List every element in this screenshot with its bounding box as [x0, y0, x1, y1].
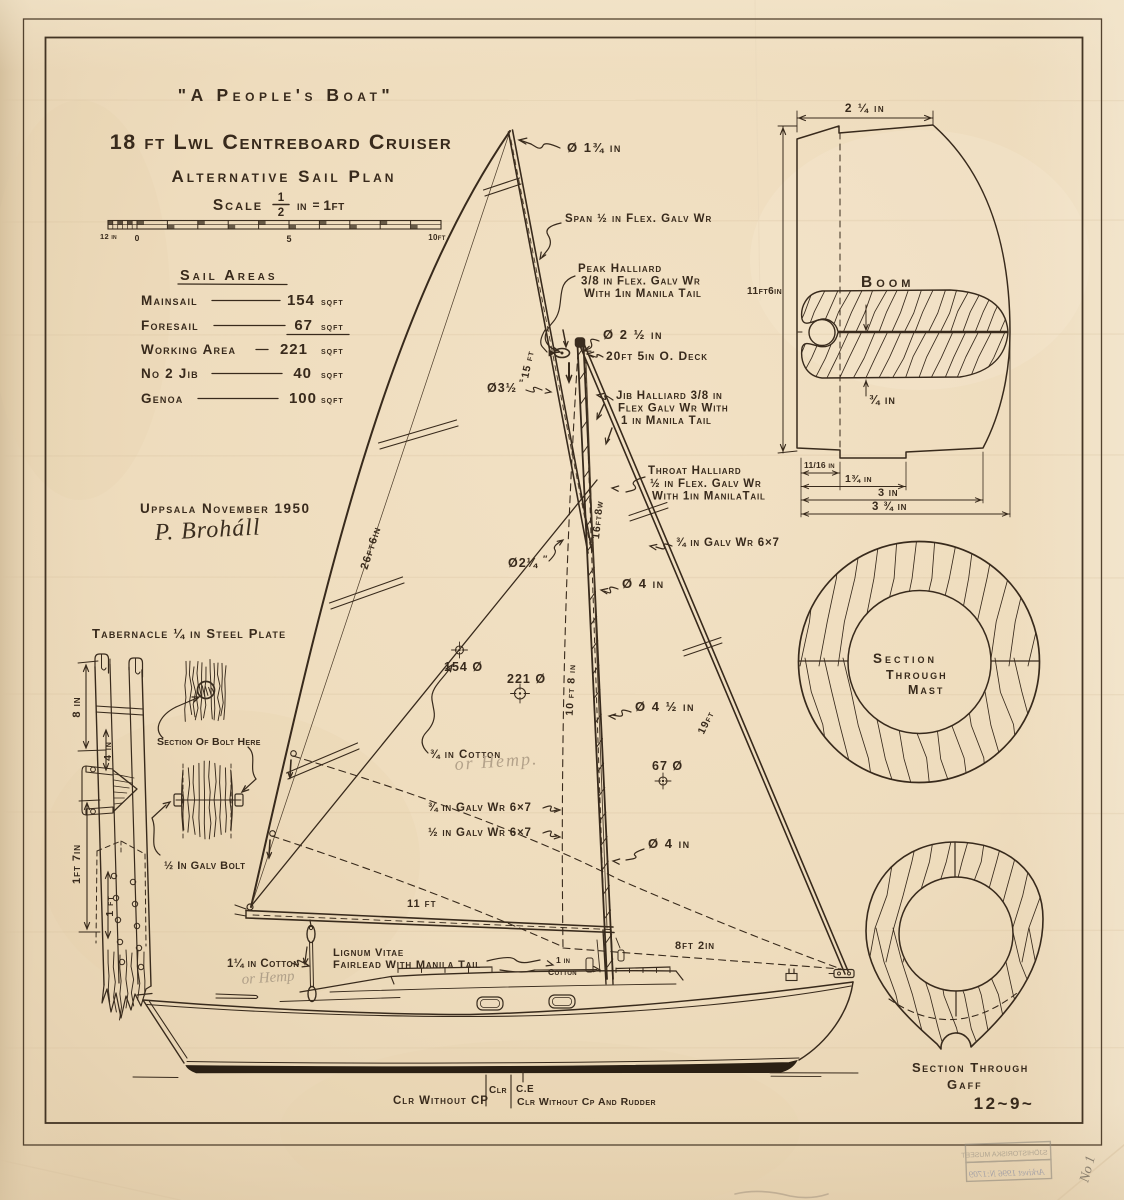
- svg-text:10ft: 10ft: [428, 233, 445, 242]
- svg-text:1ft: 1ft: [323, 197, 345, 213]
- svg-text:sqft: sqft: [321, 369, 344, 381]
- svg-text:1 in Manila Tail: 1 in Manila Tail: [621, 415, 712, 427]
- svg-text:Peak Halliard: Peak Halliard: [578, 263, 662, 275]
- svg-text:¾ in: ¾ in: [869, 393, 896, 407]
- svg-text:¾ in Galv Wr 6×7: ¾ in Galv Wr 6×7: [676, 537, 780, 549]
- svg-text:1 ft: 1 ft: [104, 895, 116, 916]
- svg-text:11/16 in: 11/16 in: [804, 460, 835, 470]
- svg-text:Gaff: Gaff: [947, 1077, 983, 1092]
- svg-text:1: 1: [278, 192, 285, 204]
- svg-text:¾ in Cotton: ¾ in Cotton: [430, 749, 501, 761]
- svg-text:=: =: [312, 198, 319, 212]
- svg-text:Foresail: Foresail: [141, 318, 199, 333]
- svg-text:11 ft: 11 ft: [407, 898, 436, 910]
- svg-text:16ft8w: 16ft8w: [590, 500, 606, 540]
- svg-text:Throat Halliard: Throat Halliard: [648, 465, 741, 477]
- svg-text:sqft: sqft: [321, 345, 344, 357]
- svg-text:sqft: sqft: [321, 321, 344, 333]
- svg-text:″: ″: [519, 378, 524, 388]
- svg-text:Working Area: Working Area: [141, 342, 236, 357]
- svg-text:221 Ø: 221 Ø: [507, 672, 546, 686]
- svg-text:20ft 5in O. Deck: 20ft 5in O. Deck: [606, 349, 708, 363]
- svg-text:3 ¾ in: 3 ¾ in: [872, 501, 907, 513]
- svg-text:Clr Without CP: Clr Without CP: [393, 1095, 489, 1107]
- svg-text:67: 67: [294, 317, 313, 334]
- svg-text:Flex Galv Wr With: Flex Galv Wr With: [618, 403, 729, 415]
- svg-text:3 in: 3 in: [878, 487, 898, 499]
- svg-text:Clr Without Cp And Rudder: Clr Without Cp And Rudder: [517, 1096, 656, 1108]
- svg-text:Mainsail: Mainsail: [141, 293, 198, 308]
- svg-text:10 ft 8 in: 10 ft 8 in: [564, 664, 579, 716]
- svg-text:Scale: Scale: [213, 197, 263, 214]
- svg-text:1¼ in Cotton: 1¼ in Cotton: [227, 958, 300, 970]
- svg-text:15 ft: 15 ft: [519, 349, 537, 379]
- svg-text:Span ½ in Flex. Galv Wr: Span ½ in Flex. Galv Wr: [565, 213, 712, 225]
- svg-text:Through: Through: [886, 668, 948, 682]
- svg-text:Ø 2 ½ in: Ø 2 ½ in: [603, 327, 663, 342]
- svg-text:5: 5: [286, 234, 291, 244]
- svg-text:0: 0: [135, 233, 140, 243]
- svg-text:40: 40: [293, 365, 312, 382]
- svg-text:12~9~: 12~9~: [974, 1094, 1035, 1113]
- svg-text:4 in: 4 in: [102, 741, 114, 761]
- svg-text:P. Broháll: P. Broháll: [153, 514, 261, 546]
- svg-text:Uppsala November 1950: Uppsala November 1950: [140, 501, 311, 516]
- svg-text:8ft 2in: 8ft 2in: [675, 940, 715, 952]
- svg-text:in: in: [297, 199, 307, 213]
- svg-text:C.E: C.E: [516, 1084, 534, 1095]
- svg-text:Ø 4 ½ in: Ø 4 ½ in: [635, 699, 695, 714]
- svg-text:Section Of Bolt Here: Section Of Bolt Here: [157, 736, 261, 748]
- svg-text:or Hemp: or Hemp: [241, 968, 295, 988]
- svg-text:sqft: sqft: [321, 394, 344, 406]
- svg-text:Alternative Sail Plan: Alternative Sail Plan: [172, 167, 397, 186]
- svg-text:Boom: Boom: [861, 274, 914, 291]
- svg-text:Sail Areas: Sail Areas: [180, 268, 278, 284]
- svg-text:154: 154: [287, 292, 315, 309]
- svg-text:100: 100: [289, 390, 317, 407]
- svg-text:Ø 4 in: Ø 4 in: [622, 576, 665, 591]
- svg-text:Genoa: Genoa: [141, 391, 184, 406]
- svg-text:"A People's Boat": "A People's Boat": [178, 85, 394, 105]
- svg-text:Fairlead With Manila Tail: Fairlead With Manila Tail: [333, 959, 481, 971]
- svg-text:With 1in Manila Tail: With 1in Manila Tail: [584, 288, 702, 300]
- svg-text:1 in: 1 in: [556, 955, 570, 965]
- svg-text:2 ¼ in: 2 ¼ in: [845, 101, 885, 115]
- svg-text:11ft6in: 11ft6in: [747, 286, 782, 297]
- svg-text:8 in: 8 in: [71, 696, 83, 717]
- svg-text:154 Ø: 154 Ø: [444, 660, 483, 674]
- svg-text:67 Ø: 67 Ø: [652, 759, 683, 773]
- svg-text:Clr: Clr: [489, 1085, 507, 1096]
- svg-text:Ø 1¾ in: Ø 1¾ in: [567, 140, 622, 155]
- svg-text:12 in: 12 in: [100, 232, 117, 241]
- svg-text:½ in Flex. Galv Wr: ½ in Flex. Galv Wr: [650, 478, 762, 490]
- svg-text:Lignum Vitae: Lignum Vitae: [333, 947, 404, 959]
- svg-text:Mast: Mast: [908, 683, 944, 697]
- svg-text:¾ in Galv Wr 6×7: ¾ in Galv Wr 6×7: [428, 802, 532, 814]
- svg-text:1¾ in: 1¾ in: [845, 473, 872, 485]
- svg-text:Ø 4 in: Ø 4 in: [648, 836, 691, 851]
- svg-text:Ø3½: Ø3½: [487, 381, 517, 395]
- svg-text:With 1in ManilaTail: With 1in ManilaTail: [652, 491, 766, 503]
- svg-text:2: 2: [278, 207, 284, 219]
- svg-text:Tabernacle ¼ in Steel Plate: Tabernacle ¼ in Steel Plate: [92, 626, 286, 641]
- svg-text:3/8 in Flex. Galv Wr: 3/8 in Flex. Galv Wr: [581, 276, 701, 288]
- svg-text:Section Through: Section Through: [912, 1060, 1029, 1075]
- svg-text:″: ″: [543, 554, 548, 564]
- svg-text:No 1: No 1: [1077, 1154, 1099, 1185]
- svg-text:Cotton: Cotton: [548, 967, 577, 977]
- svg-text:18 ft Lwl Centreboard Cruiser: 18 ft Lwl Centreboard Cruiser: [110, 130, 453, 154]
- svg-text:½ in Galv Wr 6×7: ½ in Galv Wr 6×7: [428, 827, 532, 839]
- svg-text:No 2 Jib: No 2 Jib: [141, 366, 199, 381]
- svg-text:Jib Halliard 3/8 in: Jib Halliard 3/8 in: [616, 390, 723, 402]
- svg-text:SJÖHISTORISKA MUSEET: SJÖHISTORISKA MUSEET: [960, 1149, 1048, 1160]
- svg-text:Section: Section: [873, 651, 937, 666]
- svg-text:Ø2¼: Ø2¼: [508, 556, 539, 570]
- svg-text:221: 221: [280, 341, 308, 358]
- svg-text:½ In Galv Bolt: ½ In Galv Bolt: [164, 860, 245, 872]
- svg-text:Arkivet 1996 N:1709: Arkivet 1996 N:1709: [968, 1167, 1045, 1180]
- svg-text:1ft 7in: 1ft 7in: [71, 844, 83, 884]
- svg-text:sqft: sqft: [321, 296, 344, 308]
